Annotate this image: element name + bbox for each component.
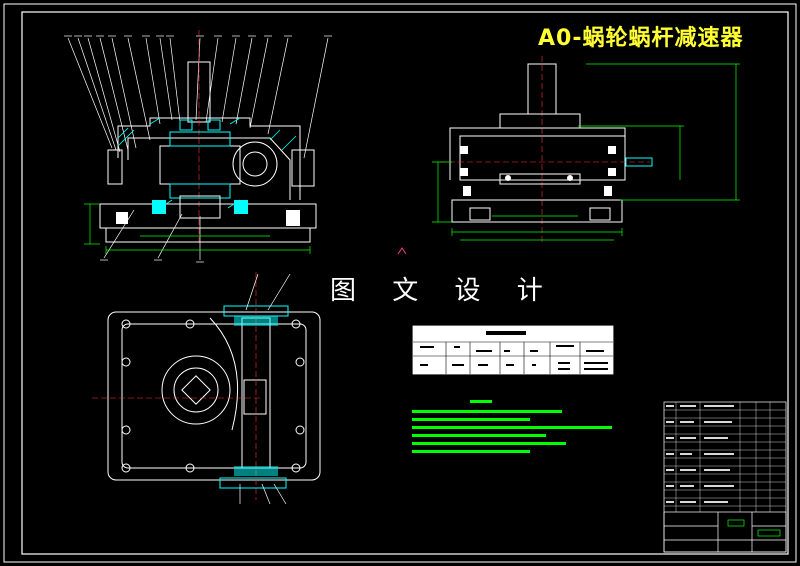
watermark-text: 图 文 设 计 <box>330 276 557 306</box>
title-block <box>663 401 787 553</box>
side-view <box>432 56 740 244</box>
spec-table <box>412 325 614 375</box>
part-number-ticks <box>64 35 332 263</box>
front-section-view <box>64 30 332 263</box>
top-bolts <box>121 319 305 473</box>
side-dimensions <box>432 63 740 241</box>
top-view <box>92 272 321 505</box>
part-leader-lines <box>67 37 329 260</box>
top-leader-lines <box>239 273 291 505</box>
outer-border <box>3 3 797 563</box>
technical-requirements <box>412 400 612 453</box>
side-bolts <box>460 146 616 196</box>
inner-border <box>21 11 789 555</box>
origin-marker <box>397 247 407 255</box>
front-dimensions <box>84 203 311 254</box>
drawing-title: A0-蜗轮蜗杆减速器 <box>538 26 744 51</box>
